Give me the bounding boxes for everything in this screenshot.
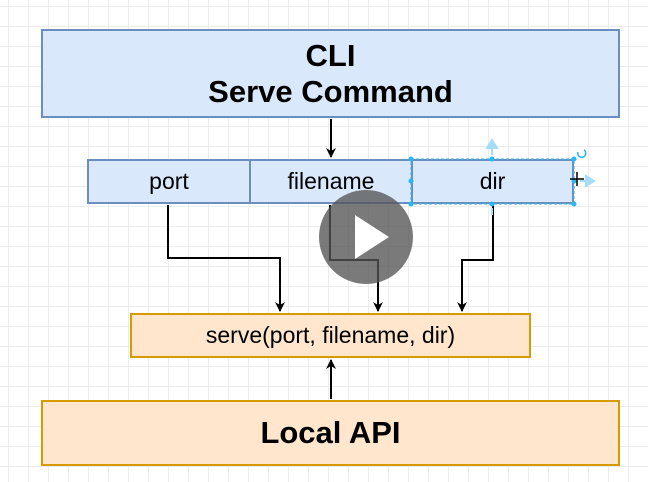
parameter-row: port filename dir	[87, 159, 574, 204]
arrow-dir-to-serve	[457, 205, 494, 312]
video-play-button[interactable]	[319, 190, 413, 284]
serve-function-label: serve(port, filename, dir)	[205, 322, 456, 348]
arrow-up-hint-icon[interactable]	[485, 138, 499, 155]
param-filename-label: filename	[287, 168, 375, 194]
rotate-handle-icon[interactable]	[577, 149, 587, 159]
arrow-right-hint-icon[interactable]	[580, 174, 596, 188]
param-dir-label: dir	[479, 168, 506, 194]
param-dir-cell[interactable]: dir	[411, 159, 574, 204]
cli-box-line-2: Serve Command	[208, 73, 453, 109]
cli-serve-command-box[interactable]: CLI Serve Command	[41, 29, 620, 118]
param-port-label: port	[149, 168, 189, 194]
arrow-port-to-serve	[167, 205, 285, 312]
cli-box-line-1: CLI	[305, 37, 356, 73]
serve-function-box[interactable]: serve(port, filename, dir)	[130, 313, 531, 358]
local-api-box[interactable]: Local API	[41, 400, 620, 466]
param-port-cell[interactable]: port	[87, 159, 251, 204]
param-filename-cell[interactable]: filename	[249, 159, 413, 204]
local-api-label: Local API	[260, 415, 401, 450]
